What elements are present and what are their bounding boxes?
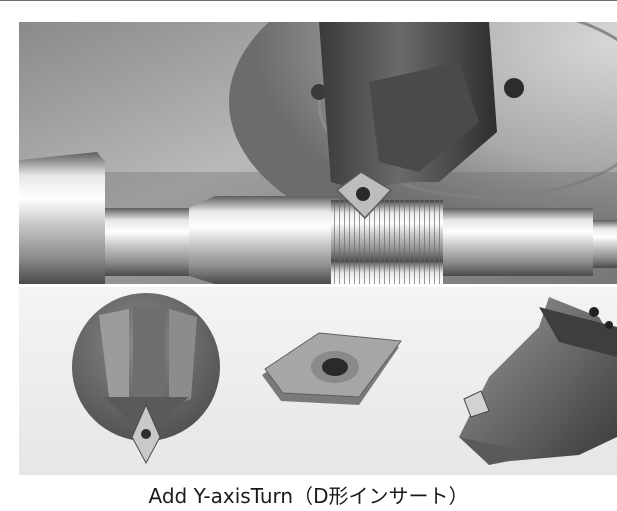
top-rule bbox=[0, 0, 617, 1]
tooling-detail-photo bbox=[19, 287, 617, 475]
turning-operation-photo bbox=[19, 22, 617, 284]
caption: Add Y-axisTurn（D形インサート） bbox=[148, 484, 469, 508]
